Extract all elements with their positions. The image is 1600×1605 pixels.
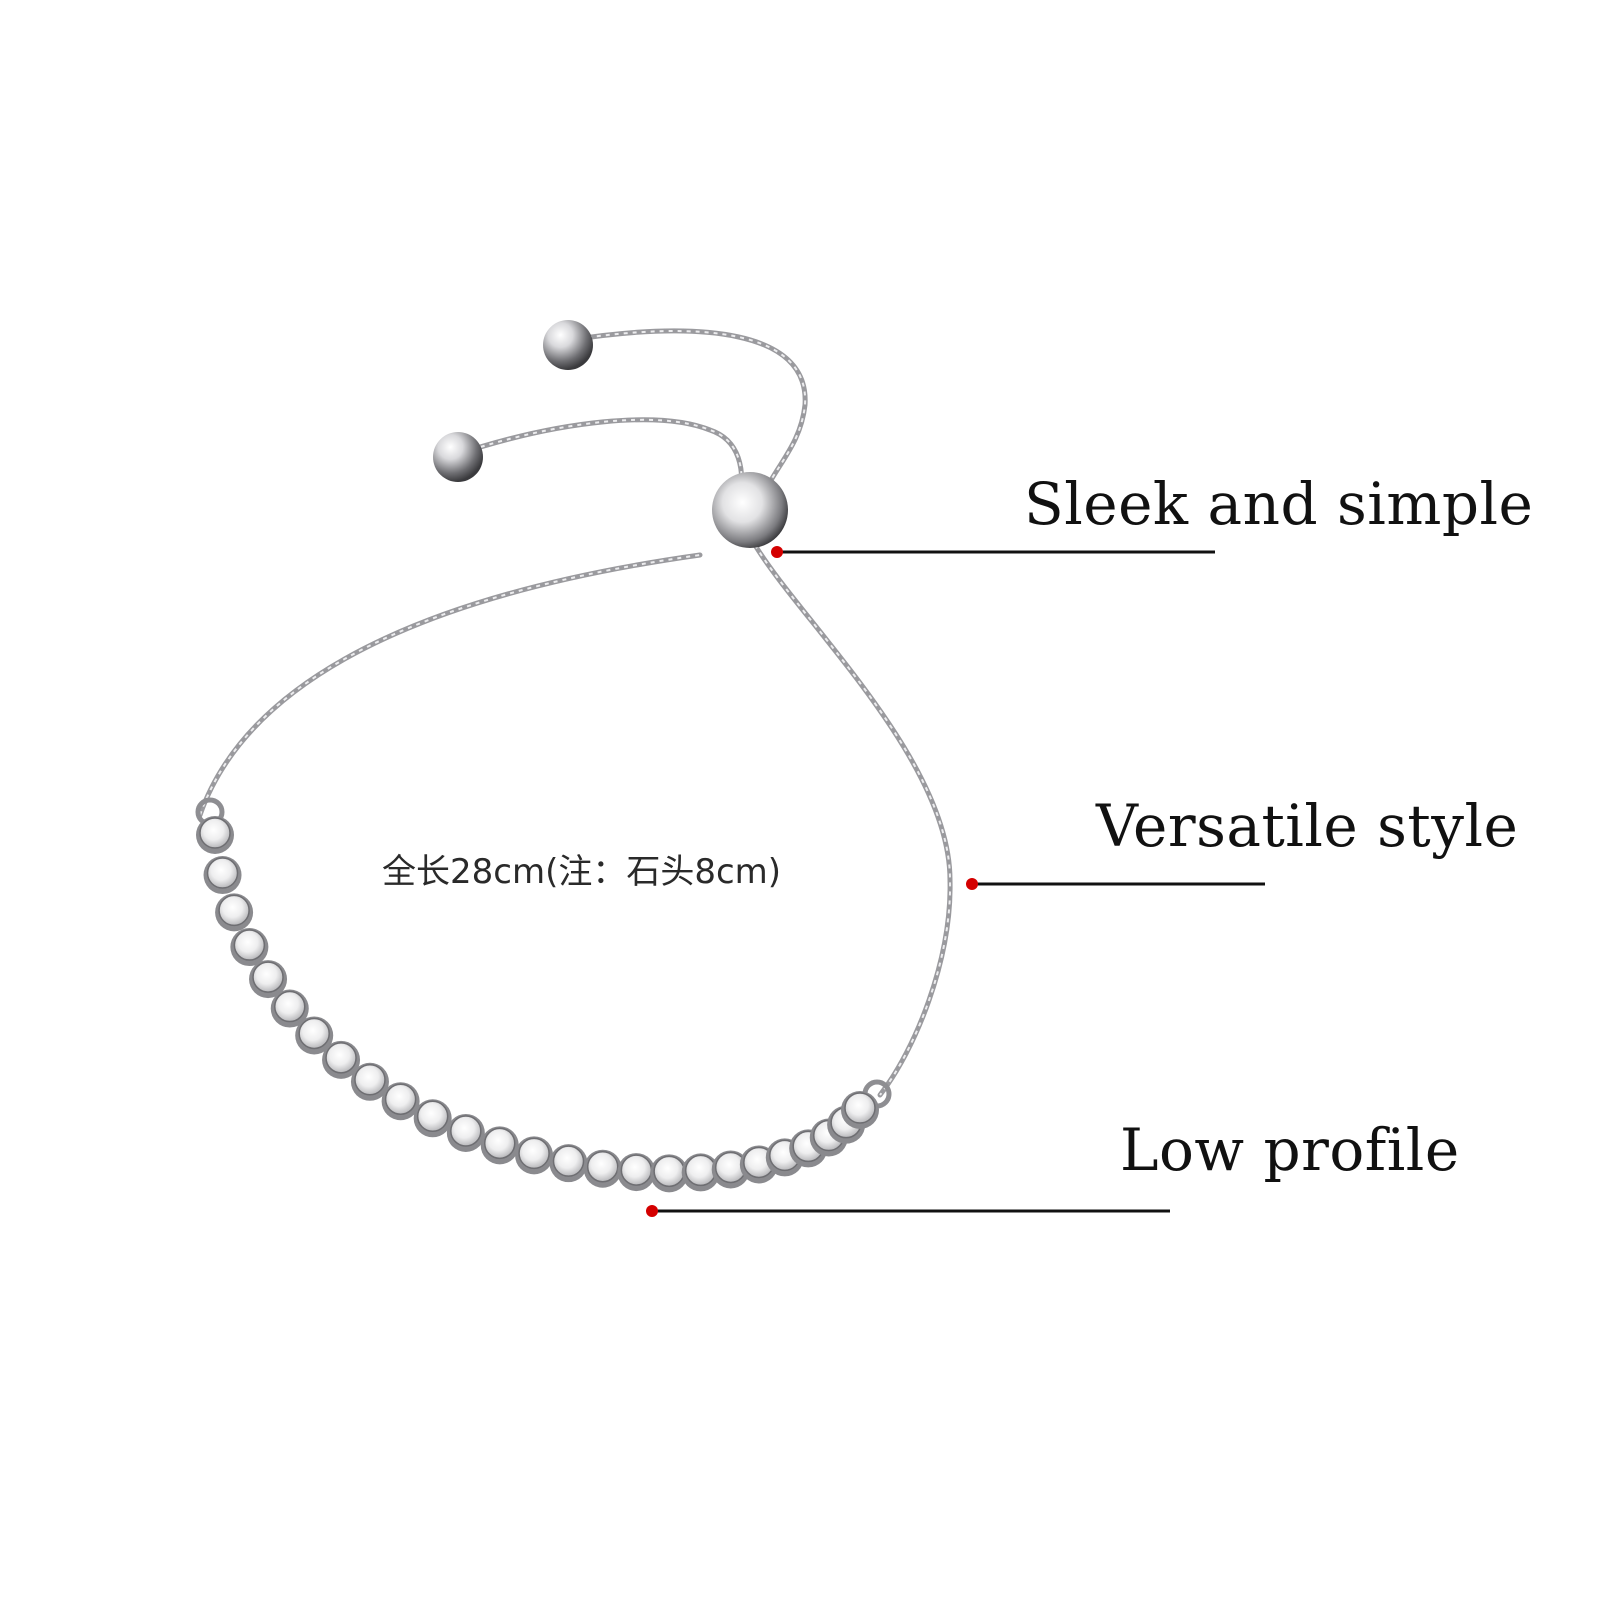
chain-left-loop — [197, 552, 703, 818]
stone — [483, 1127, 516, 1160]
stone — [233, 929, 266, 961]
stone — [206, 857, 239, 889]
stone — [298, 1017, 330, 1050]
chain-right-loop — [752, 542, 953, 1098]
callout-label-profile: Low profile — [1120, 1116, 1460, 1184]
stone — [218, 894, 250, 927]
callout-label-sleek: Sleek and simple — [1024, 470, 1534, 538]
chain-tail-lower — [452, 417, 745, 503]
stone — [844, 1092, 876, 1124]
stone — [325, 1042, 357, 1074]
stone — [518, 1137, 550, 1170]
stone — [354, 1064, 386, 1096]
stone — [684, 1154, 717, 1187]
stone — [620, 1154, 653, 1186]
callout-lines — [650, 550, 1265, 1213]
callout-dot-profile — [646, 1205, 658, 1217]
callout-dot-versatile — [966, 878, 978, 890]
stone — [274, 990, 306, 1023]
stone — [252, 961, 284, 993]
stone — [384, 1083, 417, 1115]
chain-strands — [197, 328, 953, 1098]
callout-dots — [646, 546, 978, 1217]
stone — [586, 1150, 619, 1183]
callout-dot-sleek — [771, 546, 783, 558]
stone — [653, 1155, 685, 1188]
callout-label-versatile: Versatile style — [1096, 792, 1519, 860]
stone — [552, 1145, 585, 1177]
stone — [450, 1115, 482, 1147]
stone — [416, 1100, 449, 1133]
stone-row — [196, 816, 879, 1193]
stone — [199, 817, 231, 849]
slider-bead — [712, 472, 788, 548]
bead-end-upper — [543, 320, 593, 370]
bead-end-lower — [433, 432, 483, 482]
size-note: 全长28cm(注：石头8cm) — [382, 852, 782, 892]
